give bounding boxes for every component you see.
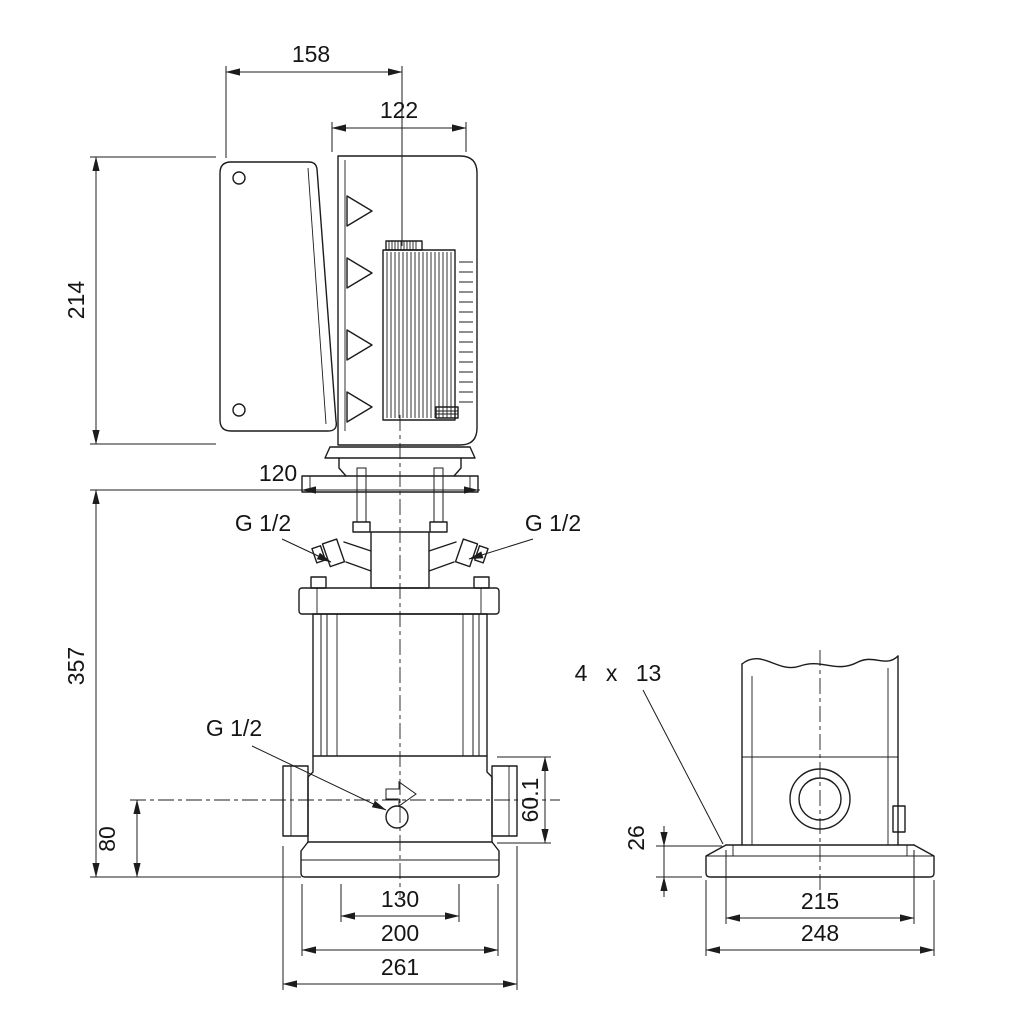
- dim-261-extensions: [282, 846, 518, 990]
- motor-assembly: [219, 155, 478, 446]
- coupling-nut-right: [429, 521, 448, 533]
- head-flange-ticks: [316, 588, 482, 614]
- dim-122-extensions: [331, 122, 467, 152]
- dim-248-extensions: [705, 880, 935, 956]
- cover-screw-top: [232, 171, 246, 185]
- port-right-label: G 1/2: [525, 510, 581, 536]
- control-cover-seam: [307, 167, 327, 425]
- holes-note-leader: [642, 689, 724, 845]
- foot-bolt-ticks: [732, 845, 908, 856]
- dim-158-label: 158: [292, 41, 330, 67]
- motor-stool: [301, 446, 479, 493]
- flow-direction-arrow: [385, 781, 417, 807]
- dim-26-label: 26: [623, 825, 649, 851]
- port-fitting-right: [428, 541, 457, 572]
- dim-130-label: 130: [381, 886, 419, 912]
- discharge-port: [491, 765, 518, 837]
- port-hex-right: [454, 538, 479, 568]
- port-left-label: G 1/2: [235, 510, 291, 536]
- holes-note-label: 4 x 13: [575, 660, 662, 686]
- motor-endbell-fins: [459, 261, 473, 403]
- dim-200-extensions: [301, 884, 499, 956]
- inner-walls-end: [751, 668, 889, 845]
- clamshell-tabs: [346, 195, 373, 423]
- dim-214-label: 214: [63, 281, 89, 320]
- pump-base: [282, 755, 518, 843]
- dim-26-extensions: [656, 845, 722, 878]
- dim-357-label: 357: [63, 647, 89, 685]
- dim-60-label: 60.1: [517, 778, 543, 823]
- drain-port-leader: [251, 745, 387, 811]
- leader-notes: G 1/2 G 1/2 G 1/2 4 x 13: [206, 510, 724, 845]
- dim-200-label: 200: [381, 920, 419, 946]
- dim-80-label: 80: [94, 826, 120, 852]
- flange-bolt-left: [310, 576, 327, 589]
- head-flange: [298, 587, 500, 615]
- motor-top-cap-hatch: [388, 241, 417, 250]
- drain-port-label: G 1/2: [206, 715, 262, 741]
- motor-nameplate: [435, 406, 459, 419]
- inner-sleeve: [336, 614, 464, 756]
- dim-158-extensions: [225, 66, 403, 246]
- side-boss: [892, 805, 906, 833]
- dim-248-label: 248: [801, 920, 839, 946]
- dim-214-extensions: [90, 156, 216, 445]
- port-right-leader: [468, 538, 534, 560]
- dimensions: 158 122 214 120 357 80 60.1 130 200: [63, 41, 935, 990]
- break-line: [741, 655, 899, 669]
- coupling-nut-left: [352, 521, 371, 533]
- staybolts: [320, 614, 480, 756]
- port-fitting-left: [343, 541, 372, 572]
- dim-215-extensions: [725, 850, 915, 924]
- dim-261-label: 261: [381, 954, 419, 980]
- chamber-sides-end: [741, 655, 899, 846]
- suction-port: [282, 765, 309, 837]
- drain-plug: [385, 805, 409, 829]
- dim-122-label: 122: [380, 97, 418, 123]
- motor-cooling-fins: [386, 252, 452, 418]
- dim-120-label: 120: [259, 460, 297, 486]
- flange-bolt-right: [473, 576, 490, 589]
- motor-body-outline: [337, 155, 478, 446]
- motor-nameplate-lines: [436, 410, 458, 415]
- dim-215-label: 215: [801, 888, 839, 914]
- cover-screw-bottom: [232, 403, 246, 417]
- adapter-neck: [338, 457, 462, 477]
- base-end-view: [705, 650, 935, 895]
- port-left-leader: [281, 538, 332, 563]
- control-cover: [219, 161, 338, 432]
- port-hex-left: [321, 538, 346, 568]
